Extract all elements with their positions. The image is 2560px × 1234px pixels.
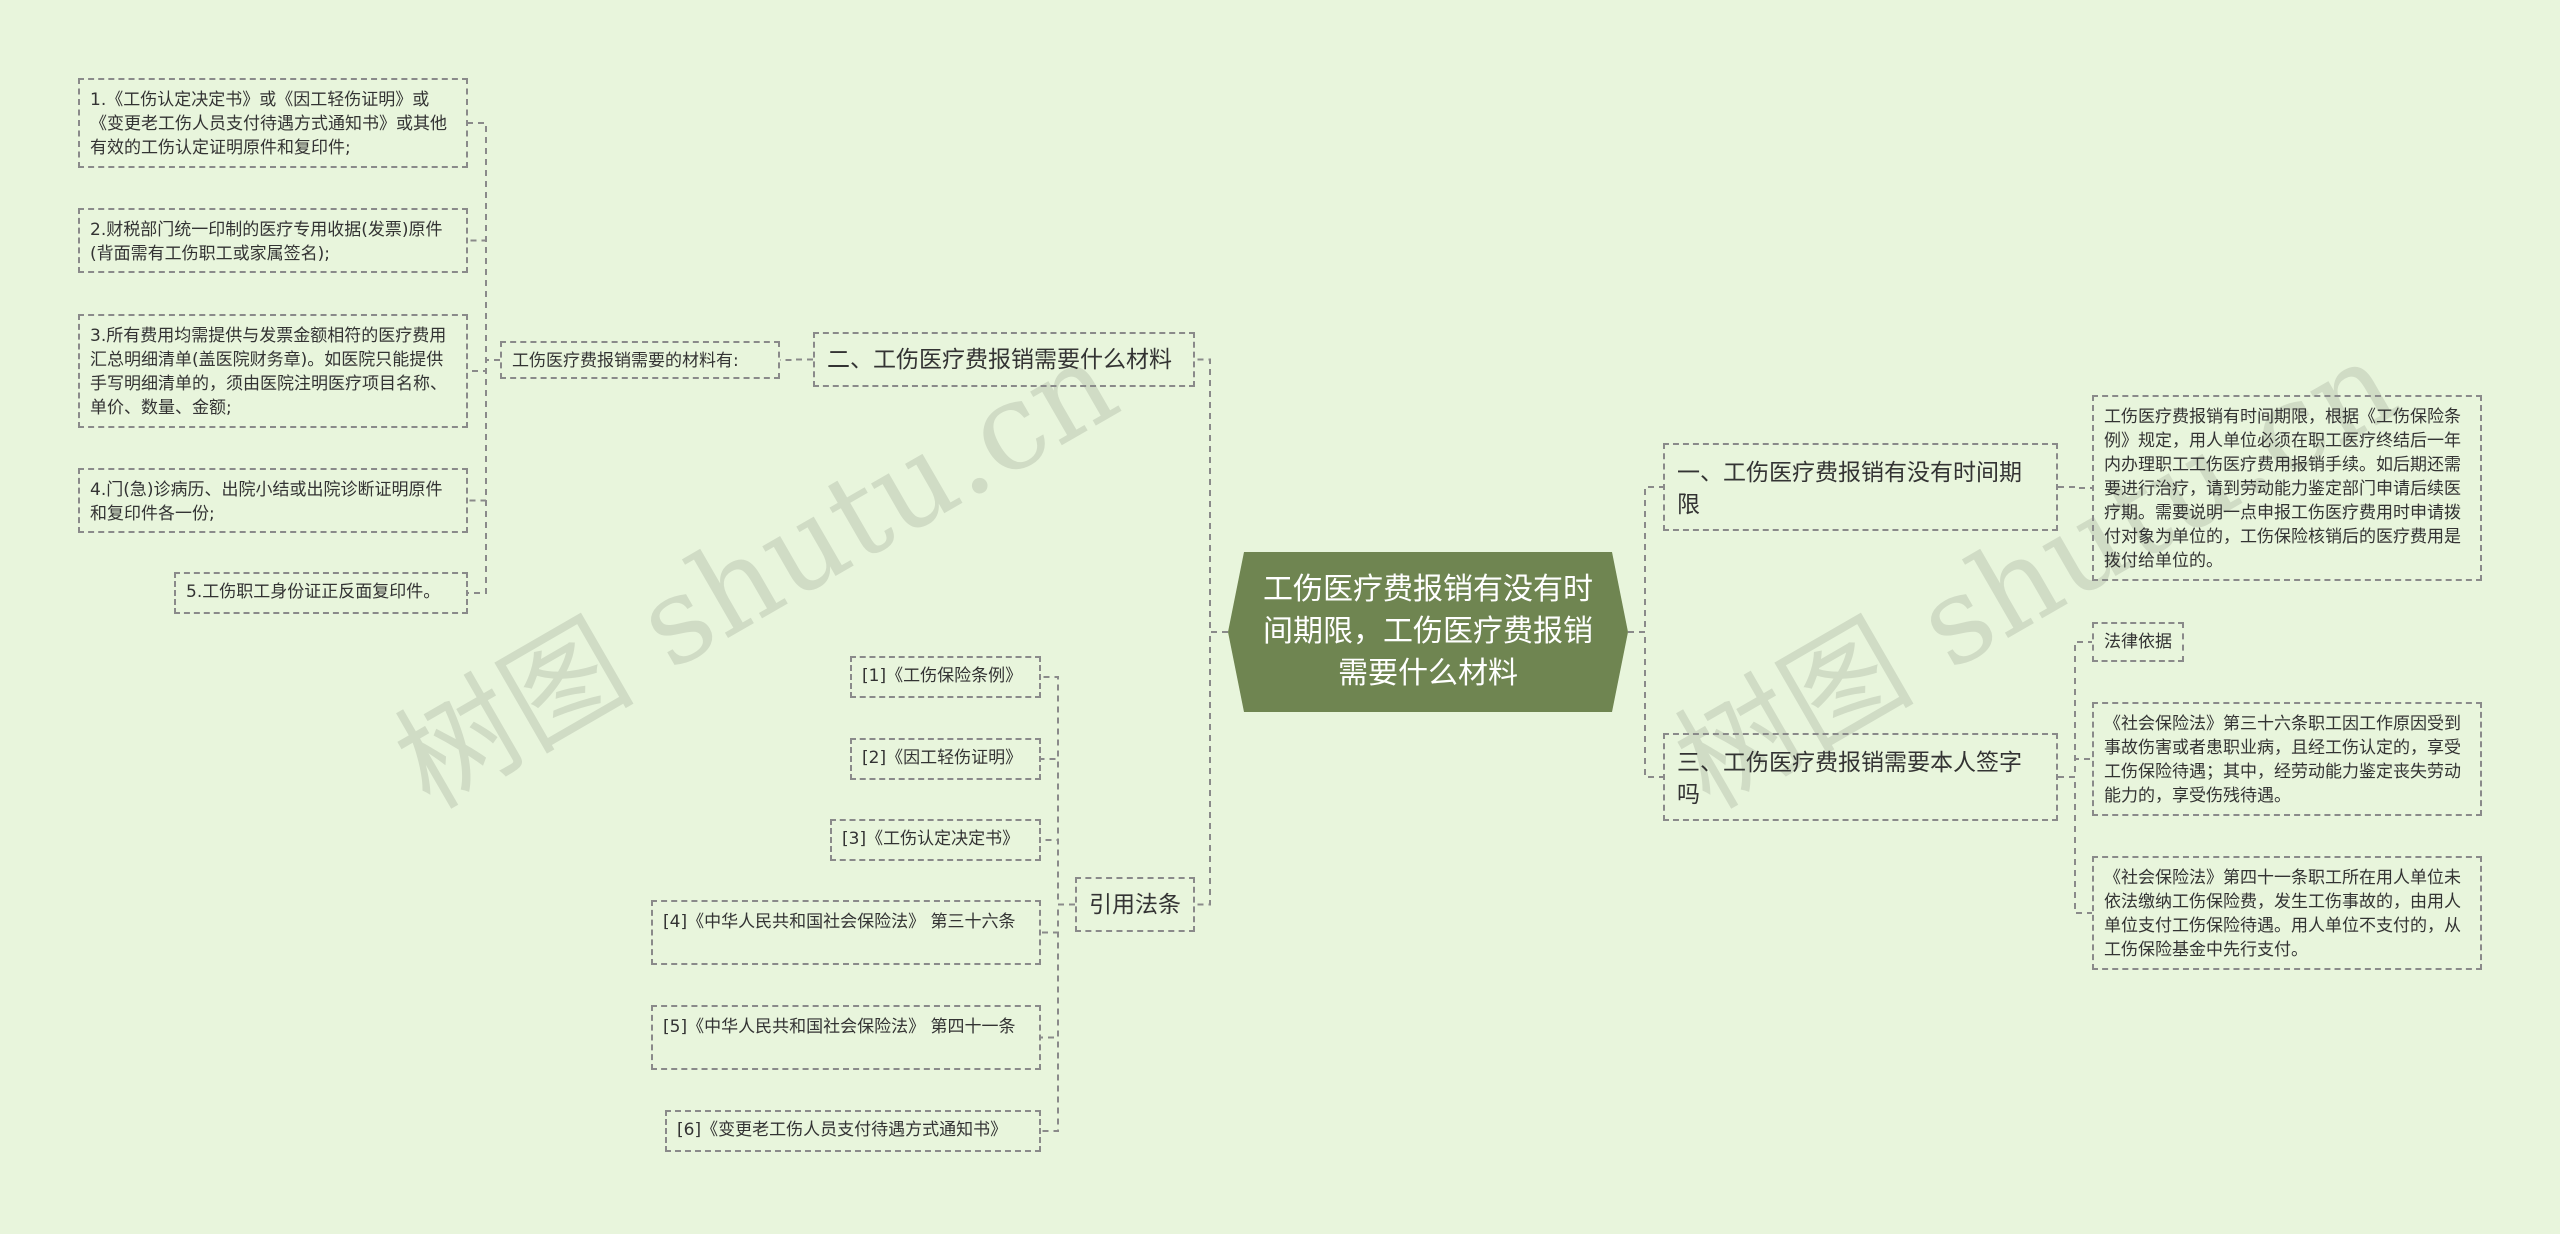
legal-basis-label[interactable]: 法律依据 xyxy=(2092,622,2184,662)
material-item-2[interactable]: 2.财税部门统一印制的医疗专用收据(发票)原件(背面需有工伤职工或家属签名); xyxy=(78,208,468,273)
connector-n-b4 xyxy=(1195,631,1228,906)
branch-materials[interactable]: 二、工伤医疗费报销需要什么材料 xyxy=(813,332,1195,387)
branch-time-limit[interactable]: 一、工伤医疗费报销有没有时间期限 xyxy=(1663,443,2058,531)
material-item-3[interactable]: 3.所有费用均需提供与发票金额相符的医疗费用汇总明细清单(盖医院财务章)。如医院… xyxy=(78,314,468,428)
connector-n-b3l xyxy=(2058,641,2092,778)
connector-n-r5 xyxy=(1041,903,1075,1132)
cited-law-5[interactable]: [5]《中华人民共和国社会保险法》 第四十一条 xyxy=(651,1005,1041,1070)
cited-law-2[interactable]: [2]《因工轻伤证明》 xyxy=(850,738,1041,780)
branch-signature[interactable]: 三、工伤医疗费报销需要本人签字吗 xyxy=(1663,733,2058,821)
materials-intro[interactable]: 工伤医疗费报销需要的材料有: xyxy=(500,341,780,379)
connector-n-b2 xyxy=(1195,358,1228,633)
connector-n-b2s xyxy=(780,358,813,361)
connector-n-m3 xyxy=(468,359,500,502)
connector-n-r3 xyxy=(1041,903,1075,934)
connector-n-r4 xyxy=(1041,903,1075,1039)
connector-n-r0 xyxy=(1041,676,1075,906)
cited-law-1[interactable]: [1]《工伤保险条例》 xyxy=(850,656,1041,698)
connector-n-m1 xyxy=(468,239,500,361)
connector-n-b3a xyxy=(2058,758,2092,778)
law-article-41[interactable]: 《社会保险法》第四十一条职工所在用人单位未依法缴纳工伤保险费，发生工伤事故的，由… xyxy=(2092,856,2482,970)
cited-law-6[interactable]: [6]《变更老工伤人员支付待遇方式通知书》 xyxy=(665,1110,1041,1152)
material-item-1[interactable]: 1.《工伤认定决定书》或《因工轻伤证明》或《变更老工伤人员支付待遇方式通知书》或… xyxy=(78,78,468,168)
connector-n-b3b xyxy=(2058,776,2092,914)
connector-n-b3 xyxy=(1628,631,1663,778)
branch-cited-laws[interactable]: 引用法条 xyxy=(1075,877,1195,932)
connector-n-b1 xyxy=(1628,486,1663,633)
connector-n-b1d xyxy=(2058,486,2092,489)
connector-n-r1 xyxy=(1041,758,1075,906)
connector-n-r2 xyxy=(1041,839,1075,906)
cited-law-3[interactable]: [3]《工伤认定决定书》 xyxy=(830,819,1041,861)
connector-n-m2 xyxy=(468,359,500,372)
root-topic[interactable]: 工伤医疗费报销有没有时间期限，工伤医疗费报销需要什么材料 xyxy=(1228,552,1628,712)
material-item-4[interactable]: 4.门(急)诊病历、出院小结或出院诊断证明原件和复印件各一份; xyxy=(78,468,468,533)
time-limit-detail[interactable]: 工伤医疗费报销有时间期限，根据《工伤保险条例》规定，用人单位必须在职工医疗终结后… xyxy=(2092,395,2482,581)
law-article-36[interactable]: 《社会保险法》第三十六条职工因工作原因受到事故伤害或者患职业病，且经工伤认定的，… xyxy=(2092,702,2482,816)
material-item-5[interactable]: 5.工伤职工身份证正反面复印件。 xyxy=(174,572,468,614)
cited-law-4[interactable]: [4]《中华人民共和国社会保险法》 第三十六条 xyxy=(651,900,1041,965)
connector-n-m4 xyxy=(468,359,500,594)
